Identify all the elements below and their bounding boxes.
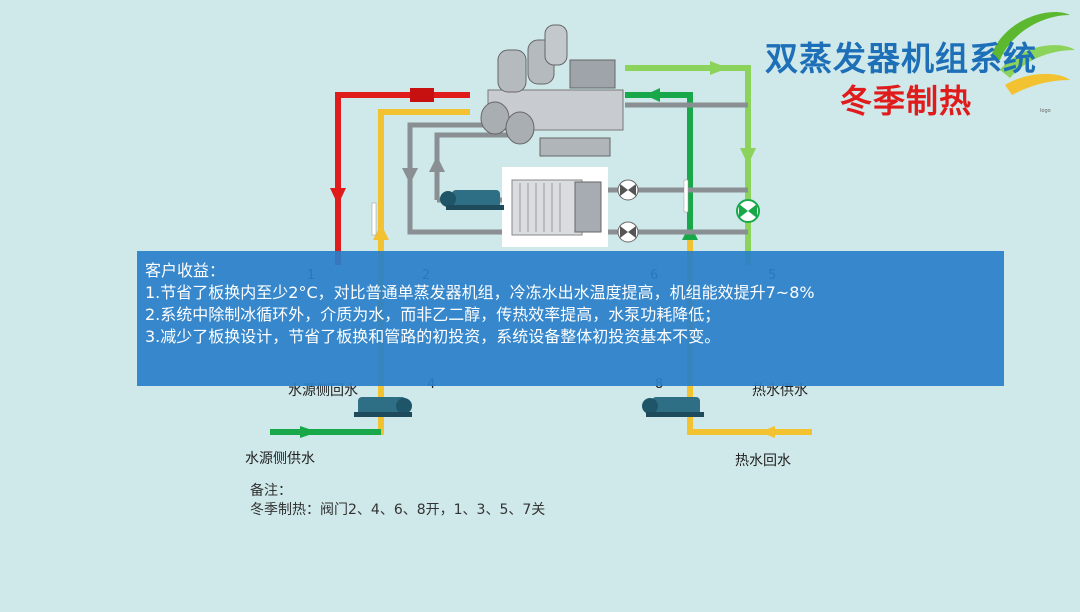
pump-hot (642, 397, 704, 417)
pump-source (354, 397, 412, 417)
butterfly-valves (617, 179, 760, 243)
benefit-item-1: 1.节省了板换内至少2°C，对比普通单蒸发器机组，冷冻水出水温度提高，机组能效提… (145, 283, 815, 302)
heat-exchanger (502, 167, 608, 247)
label-source-return: 水源侧回水 (288, 383, 358, 399)
thermometers (371, 179, 689, 236)
benefits-heading: 客户收益： (145, 261, 226, 280)
red-pipe (330, 88, 470, 265)
benefit-item-2: 2.系统中除制冰循环外，介质为水，而非乙二醇，传热效率提高，水泵功耗降低； (145, 305, 721, 324)
svg-text:logo: logo (1040, 108, 1051, 114)
note-text: 冬季制热：阀门2、4、6、8开，1、3、5、7关 (250, 502, 546, 518)
title-sub: 冬季制热 (840, 82, 973, 120)
logo: logo (990, 12, 1075, 114)
label-hot-return: 热水回水 (735, 453, 791, 469)
note-heading: 备注： (250, 483, 292, 499)
pump-top (440, 190, 504, 210)
label-hot-supply: 热水供水 (752, 383, 808, 399)
chiller-unit (480, 24, 624, 157)
note-box: 备注： 冬季制热：阀门2、4、6、8开，1、3、5、7关 (250, 482, 545, 520)
label-source-supply: 水源侧供水 (245, 451, 315, 467)
customer-benefits-panel: 客户收益： 1.节省了板换内至少2°C，对比普通单蒸发器机组，冷冻水出水温度提高… (137, 251, 1004, 386)
title-main: 双蒸发器机组系统 (765, 39, 1037, 78)
benefit-item-3: 3.减少了板换设计，节省了板换和管路的初投资，系统设备整体初投资基本不变。 (145, 327, 721, 346)
